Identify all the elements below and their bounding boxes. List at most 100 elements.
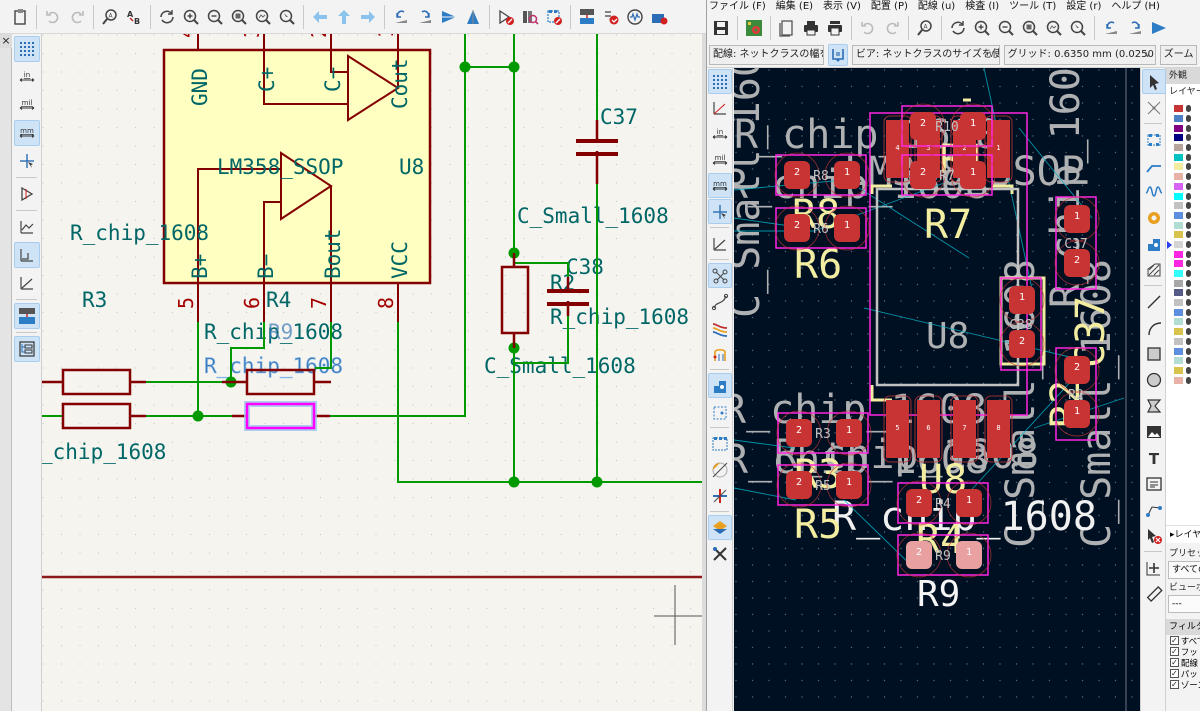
zoom-in-button[interactable]: [179, 4, 202, 30]
layer-row[interactable]: [1166, 317, 1200, 327]
draw-line-button[interactable]: [1142, 289, 1166, 314]
print-button[interactable]: [799, 15, 822, 41]
visibility-icon[interactable]: [1186, 105, 1191, 113]
track-display-button[interactable]: [708, 315, 732, 340]
layer-color-swatch[interactable]: [1174, 153, 1183, 161]
layer-color-swatch[interactable]: [1174, 124, 1183, 132]
layer-color-swatch[interactable]: [1174, 182, 1183, 190]
nav-back-button[interactable]: [308, 4, 331, 30]
layer-row[interactable]: [1166, 220, 1200, 230]
label-c37-value[interactable]: C_Small_1608: [517, 204, 669, 228]
label-r9-ref[interactable]: R9: [268, 320, 293, 344]
zone-display-button[interactable]: [708, 457, 732, 482]
line-free-angle-button[interactable]: [14, 214, 40, 240]
visibility-icon[interactable]: [1186, 308, 1191, 316]
units-mm-button[interactable]: mm: [14, 120, 40, 146]
find-button[interactable]: A: [98, 4, 121, 30]
layer-color-swatch[interactable]: [1174, 328, 1183, 336]
zoom-select[interactable]: ズーム: [1159, 44, 1197, 65]
visibility-icon[interactable]: [1186, 211, 1191, 219]
rotate-cw-button[interactable]: [413, 4, 436, 30]
close-panel-button[interactable]: ×: [0, 34, 12, 48]
layer-color-swatch[interactable]: [1174, 231, 1183, 239]
label-r4-ref[interactable]: R4: [266, 288, 291, 312]
layer-color-swatch[interactable]: [1174, 299, 1183, 307]
visibility-icon[interactable]: [1186, 144, 1191, 152]
footprint-text-button[interactable]: [708, 431, 732, 456]
u8-pad-bottom[interactable]: [953, 400, 976, 458]
viewport-select[interactable]: ---: [1168, 595, 1200, 613]
symbol-value[interactable]: LM358_SSOP: [217, 155, 343, 179]
redo-button[interactable]: [65, 4, 88, 30]
net-highlight-button[interactable]: [708, 483, 732, 508]
save-button[interactable]: [709, 15, 732, 41]
layer-row[interactable]: [1166, 162, 1200, 172]
add-zone-button[interactable]: [1142, 231, 1166, 256]
schematic-canvas[interactable]: GND C+ C− Cout B+ B− Bout VCC 4 3 2 1 5 …: [42, 34, 702, 711]
layer-color-swatch[interactable]: [1174, 105, 1183, 113]
visibility-icon[interactable]: [1186, 153, 1191, 161]
label-r-chip-left[interactable]: R_chip_1608: [70, 221, 209, 245]
units-mil-button[interactable]: mil: [14, 92, 40, 118]
layer-color-swatch[interactable]: [1174, 347, 1183, 355]
add-text-button[interactable]: T: [1142, 445, 1166, 470]
layer-row[interactable]: [1166, 104, 1200, 114]
preset-select[interactable]: すべてのレイヤー: [1168, 561, 1200, 579]
visibility-icon[interactable]: [1186, 366, 1191, 374]
refresh-button[interactable]: [946, 15, 969, 41]
layer-color-swatch[interactable]: [1174, 192, 1183, 200]
layer-color-swatch[interactable]: [1174, 115, 1183, 123]
pad[interactable]: [1064, 356, 1090, 384]
visibility-icon[interactable]: [1186, 337, 1191, 345]
grid-select[interactable]: グリッド: 0.6350 mm (0.0250 in)∨: [1003, 44, 1156, 65]
layer-row[interactable]: [1166, 123, 1200, 133]
visibility-icon[interactable]: [1186, 124, 1191, 132]
annotate-button[interactable]: [575, 4, 598, 30]
layer-color-swatch[interactable]: [1174, 221, 1183, 229]
annotate-auto-button[interactable]: [14, 303, 40, 329]
tab-layers[interactable]: レイヤー: [1166, 84, 1200, 100]
label-r2-value[interactable]: R_chip_1608: [550, 305, 689, 329]
pad[interactable]: [960, 112, 986, 140]
tools-button[interactable]: [708, 541, 732, 566]
layer-row[interactable]: [1166, 356, 1200, 366]
visibility-icon[interactable]: [1186, 260, 1191, 268]
hierarchy-navigator-button[interactable]: [14, 336, 40, 362]
layer-row[interactable]: [1166, 182, 1200, 192]
symbol-editor-button[interactable]: [494, 4, 517, 30]
menu-item[interactable]: ヘルプ (H): [1111, 1, 1160, 12]
pad[interactable]: [906, 489, 932, 517]
via-size-select[interactable]: ビア: ネットクラスのサイズを使用∨: [851, 44, 1000, 65]
label-r9-value-selected[interactable]: R_chip_1608: [204, 354, 344, 379]
layer-color-swatch[interactable]: [1174, 279, 1183, 287]
menu-item[interactable]: 設定 (r): [1066, 1, 1102, 12]
layer-color-swatch[interactable]: [1174, 173, 1183, 181]
layer-color-swatch[interactable]: [1174, 240, 1183, 248]
pad[interactable]: [786, 471, 812, 499]
nav-forward-button[interactable]: [356, 4, 379, 30]
visibility-icon[interactable]: [1186, 347, 1191, 355]
symbol-reference[interactable]: U8: [399, 155, 424, 179]
visibility-icon[interactable]: [1186, 279, 1191, 287]
add-footprint-button[interactable]: [1142, 127, 1166, 152]
visibility-icon[interactable]: [1186, 231, 1191, 239]
units-inch-button[interactable]: in: [708, 121, 732, 146]
label-r4-value[interactable]: R_chip_1608: [204, 320, 343, 344]
layer-row[interactable]: [1166, 288, 1200, 298]
page-settings-button[interactable]: [775, 15, 798, 41]
zoom-out-button[interactable]: [203, 4, 226, 30]
pad[interactable]: [910, 161, 936, 189]
add-textbox-button[interactable]: [1142, 471, 1166, 496]
pad[interactable]: [956, 489, 982, 517]
local-ratsnest-button[interactable]: [1142, 95, 1166, 120]
layer-color-swatch[interactable]: [1174, 337, 1183, 345]
menu-item[interactable]: 配置 (P): [870, 1, 908, 12]
filter-checkbox[interactable]: ✓パッド: [1166, 668, 1200, 680]
capacitor-c37[interactable]: [576, 139, 618, 156]
filter-checkbox[interactable]: ✓フットプリント: [1166, 646, 1200, 658]
